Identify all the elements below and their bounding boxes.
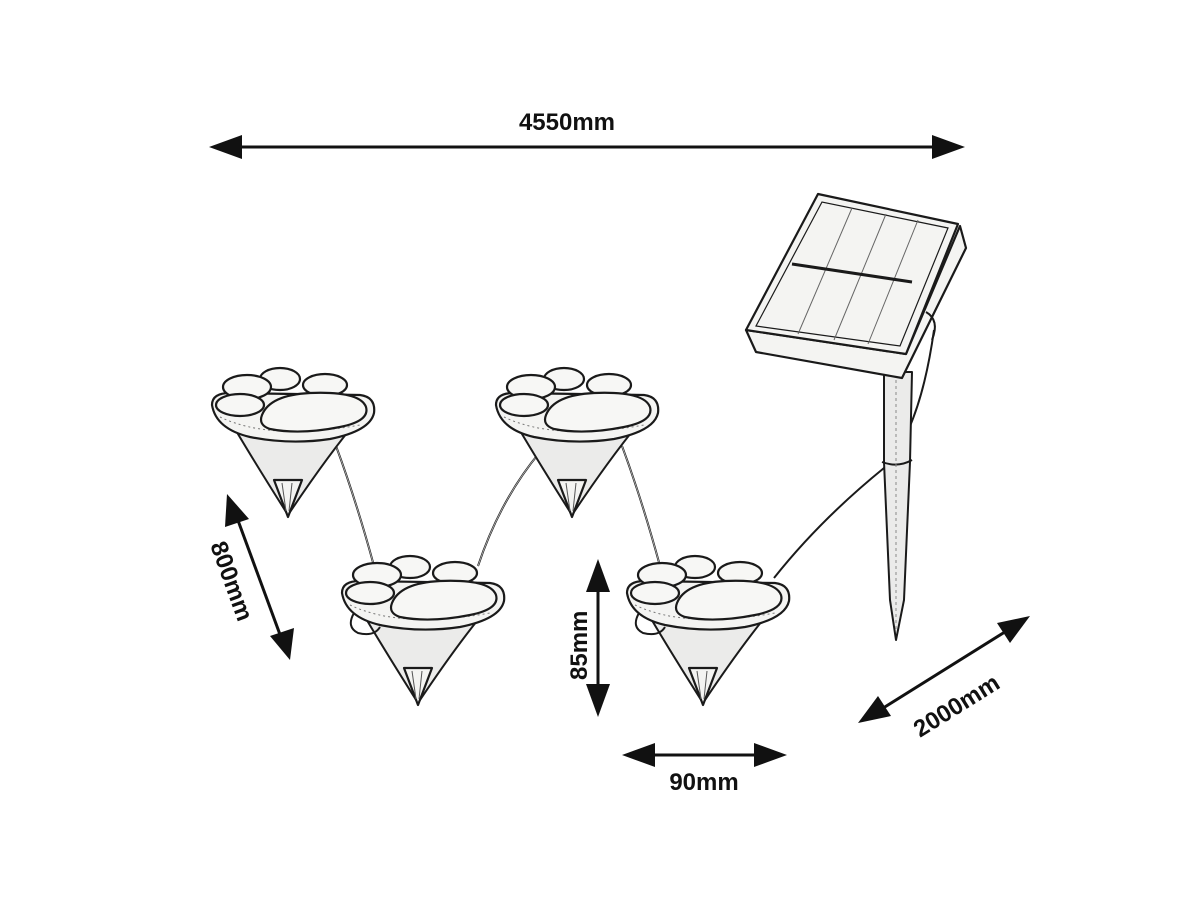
- paw-light-1: [210, 366, 376, 519]
- dimension-light-height: 85mm: [566, 559, 610, 717]
- dimension-label-panel-cable: 2000mm: [909, 669, 1005, 743]
- dimension-total-length: 4550mm: [209, 109, 965, 159]
- paw-light-4: [627, 556, 789, 705]
- paw-light-3: [494, 366, 660, 519]
- dimension-light-width: 90mm: [622, 743, 787, 796]
- dimension-label-light-height: 85mm: [566, 611, 593, 680]
- solar-panel: [744, 192, 968, 641]
- dimension-light-spacing: 800mm: [204, 494, 294, 660]
- dimension-panel-cable: 2000mm: [858, 616, 1030, 743]
- paw-light-2: [342, 556, 504, 705]
- dimension-label-total-length: 4550mm: [519, 109, 615, 136]
- dimension-label-light-width: 90mm: [669, 769, 738, 796]
